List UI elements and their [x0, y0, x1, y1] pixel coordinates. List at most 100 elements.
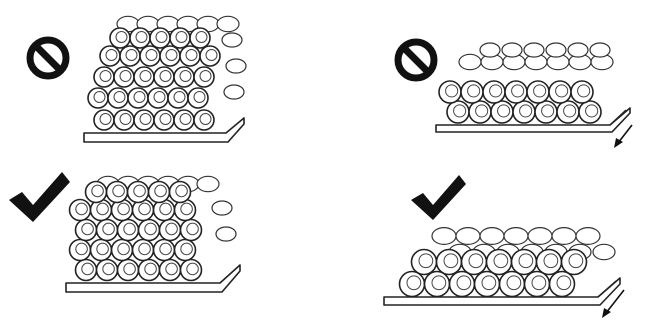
bottle-neck — [165, 262, 178, 276]
bottle-neck — [431, 275, 447, 291]
bottle-neck — [117, 242, 130, 256]
bottle-neck — [418, 253, 434, 269]
bottle-neck — [467, 84, 481, 98]
bottle-neck — [96, 202, 109, 216]
sliding-shelf — [383, 277, 621, 306]
prohibited-icon — [394, 38, 438, 82]
bottle-neck — [115, 31, 128, 43]
bottle-neck — [99, 70, 112, 82]
bottle-neck — [99, 113, 112, 125]
bottle-neck — [193, 91, 206, 103]
bottle-back — [479, 227, 505, 246]
bottle-neck — [112, 184, 125, 198]
panel-stacked-fixed-shelf-ok — [9, 172, 241, 293]
bottle-neck — [175, 184, 188, 198]
bottle-neck — [563, 104, 577, 118]
bottle-neck — [456, 275, 472, 291]
bottle-neck — [179, 70, 192, 82]
bottle-neck — [91, 184, 104, 198]
bottle-stack — [438, 42, 614, 124]
bottle-neck — [199, 113, 212, 125]
bottle-neck — [506, 275, 522, 291]
bottle-neck — [139, 113, 152, 125]
bottle-neck — [159, 242, 172, 256]
bottle-stack — [87, 15, 247, 131]
bottle-neck — [75, 242, 88, 256]
bottle-neck — [555, 84, 569, 98]
bottle-neck — [443, 253, 459, 269]
bottle-neck — [195, 31, 208, 43]
bottle-neck — [568, 253, 584, 269]
bottle-neck — [96, 242, 109, 256]
bottle-neck — [445, 84, 459, 98]
bottle-back — [221, 32, 243, 48]
panel-stacked-sliding-shelf — [394, 38, 633, 148]
bottle-neck — [133, 91, 146, 103]
bottle-back — [592, 243, 616, 261]
bottle-neck — [165, 222, 178, 236]
bottle-neck — [205, 49, 218, 61]
bottle-neck — [556, 275, 572, 291]
bottle-neck — [145, 49, 158, 61]
bottle-neck — [144, 262, 157, 276]
bottle-neck — [119, 113, 132, 125]
bottle-back — [196, 175, 220, 193]
bottle-neck — [511, 84, 525, 98]
bottle-neck — [185, 49, 198, 61]
bottle-neck — [154, 184, 167, 198]
panel-stacked-fixed-shelf — [26, 15, 247, 143]
fixed-shelf — [83, 117, 245, 143]
bottle-neck — [533, 84, 547, 98]
bottle-neck — [113, 91, 126, 103]
bottle-back — [216, 15, 240, 33]
bottle-neck — [531, 275, 547, 291]
bottle-neck — [406, 275, 422, 291]
bottle-neck — [497, 104, 511, 118]
bottle-neck — [81, 262, 94, 276]
bottle-neck — [475, 104, 489, 118]
bottle-neck — [159, 70, 172, 82]
bottle-neck — [186, 222, 199, 236]
bottle-back — [458, 53, 482, 71]
bottle-neck — [493, 253, 509, 269]
bottle-neck — [102, 262, 115, 276]
bottle-neck — [138, 242, 151, 256]
bottle-neck — [180, 242, 193, 256]
bottle-neck — [117, 202, 130, 216]
panel-single-layer-sliding-shelf — [383, 175, 625, 318]
bottle-neck — [173, 91, 186, 103]
bottle-back — [545, 42, 567, 58]
bottle-neck — [541, 104, 555, 118]
bottle-neck — [159, 202, 172, 216]
bottle-neck — [577, 84, 591, 98]
bottle-neck — [165, 49, 178, 61]
bottle-back — [215, 226, 237, 242]
bottle-stack — [68, 175, 237, 282]
bottle-back — [225, 58, 247, 74]
bottle-neck — [155, 31, 168, 43]
bottle-neck — [175, 31, 188, 43]
checkmark-icon — [9, 172, 70, 222]
bottle-neck — [133, 184, 146, 198]
fixed-shelf — [65, 264, 241, 293]
bottle-neck — [125, 49, 138, 61]
bottle-back — [523, 42, 545, 58]
bottle-back — [479, 42, 501, 58]
bottle-back — [575, 227, 601, 246]
bottle-back — [211, 200, 233, 216]
bottle-neck — [518, 253, 534, 269]
bottle-neck — [179, 113, 192, 125]
bottle-neck — [481, 275, 497, 291]
bottle-neck — [123, 222, 136, 236]
bottle-back — [501, 42, 523, 58]
bottle-neck — [123, 262, 136, 276]
bottle-neck — [159, 113, 172, 125]
bottle-neck — [139, 70, 152, 82]
bottle-back — [503, 227, 529, 246]
bottle-back — [455, 227, 481, 246]
slide-out-arrow-icon — [602, 289, 625, 318]
bottle-neck — [543, 253, 559, 269]
bottle-neck — [153, 91, 166, 103]
prohibited-icon — [26, 36, 70, 80]
